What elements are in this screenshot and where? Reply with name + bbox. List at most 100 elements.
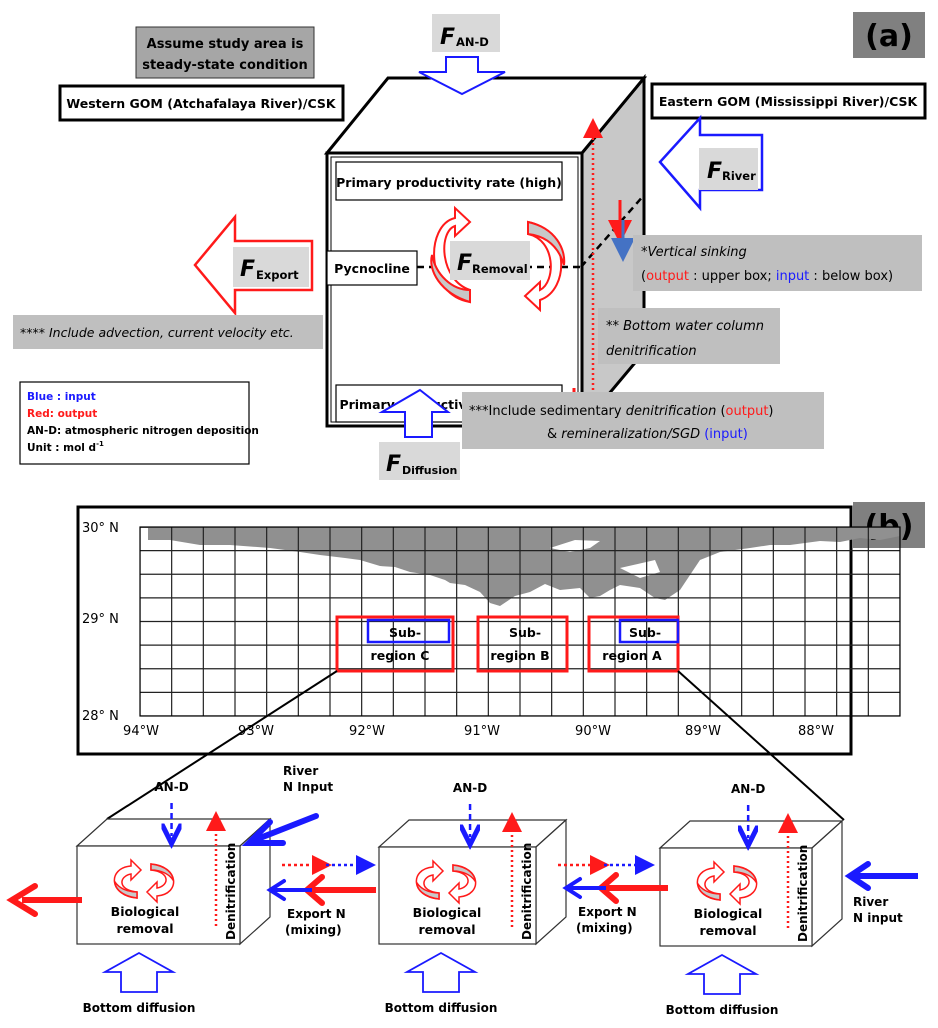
subregion-b: Sub- region B xyxy=(476,615,569,673)
lon-label-94: 94°W xyxy=(123,724,159,739)
advection-note: **** Include advection, current velocity… xyxy=(13,315,323,349)
bottom-diffusion-label: Bottom diffusion xyxy=(83,1001,196,1015)
export-cb-label-2: (mixing) xyxy=(285,923,342,937)
flux-removal-label: F Removal xyxy=(450,241,530,280)
box-subregion-b: AN-DDenitrificationBiologicalremovalBott… xyxy=(377,781,568,1015)
sediment-note: ***Include sedimentary denitrification (… xyxy=(462,392,824,449)
legend-unit: Unit : mol d-1 xyxy=(27,440,104,454)
upper-layer-text: Primary productivity rate (high) xyxy=(336,175,562,190)
lat-label-28: 28° N xyxy=(82,709,119,724)
bottom-denit-line-2: denitrification xyxy=(606,344,697,359)
river-west-label-1: River xyxy=(283,764,318,778)
lon-label-89: 89°W xyxy=(685,724,721,739)
flux-export: F Export xyxy=(193,213,314,317)
export-cb-label-1: Export N xyxy=(287,907,346,921)
lat-label-29: 29° N xyxy=(82,612,119,627)
flux-removal-symbol: F xyxy=(457,251,472,276)
removal-cycle-icon xyxy=(113,858,175,904)
advection-text: **** Include advection, current velocity… xyxy=(20,325,294,340)
lat-label-30: 30° N xyxy=(82,521,119,536)
bio-removal-line1: Biological xyxy=(111,904,180,919)
assumption-line-1: Assume study area is xyxy=(147,37,304,52)
subregion-c-line1: Sub- xyxy=(389,625,421,640)
assumption-line-2: steady-state condition xyxy=(142,58,308,73)
pycnocline-text: Pycnocline xyxy=(334,261,410,276)
bio-removal-line1: Biological xyxy=(413,905,482,920)
denitrification-label: Denitrification xyxy=(224,843,238,940)
bio-removal-line2: removal xyxy=(116,921,173,936)
river-east-arrowhead-icon xyxy=(844,861,871,891)
lon-label-91: 91°W xyxy=(464,724,500,739)
western-gom-label: Western GOM (Atchafalaya River)/CSK xyxy=(58,84,345,122)
bottom-diffusion-label: Bottom diffusion xyxy=(666,1003,779,1017)
bottom-diffusion-arrow-icon xyxy=(403,951,479,993)
denitrification-label: Denitrification xyxy=(796,845,810,942)
export-ba-label-1: Export N xyxy=(578,905,637,919)
legend-and: AN-D: atmospheric nitrogen deposition xyxy=(27,425,259,437)
flux-export-sub: Export xyxy=(256,268,299,282)
panel-a-label-text: (a) xyxy=(865,19,913,54)
flux-removal-sub: Removal xyxy=(472,262,528,276)
connector-line-east xyxy=(677,670,845,821)
river-west-label-2: N Input xyxy=(283,780,333,794)
subregion-b-line1: Sub- xyxy=(509,625,541,640)
map-plot-border xyxy=(139,526,901,717)
connector-line-west xyxy=(106,670,338,820)
flux-diffusion-symbol: F xyxy=(386,452,401,477)
subregion-a-line2: region A xyxy=(602,648,662,663)
eastern-gom-label: Eastern GOM (Mississippi River)/CSK xyxy=(650,82,927,120)
lon-label-90: 90°W xyxy=(575,724,611,739)
flux-diffusion: F Diffusion xyxy=(378,388,460,480)
sediment-line-1: ***Include sedimentary denitrification (… xyxy=(469,404,774,419)
and-label: AN-D xyxy=(154,780,188,794)
legend-red: Red: output xyxy=(27,408,97,420)
river-east-label-1: River xyxy=(853,895,888,909)
flux-arrows: River N Input Export N (mixing) Export N… xyxy=(6,764,918,937)
western-gom-text: Western GOM (Atchafalaya River)/CSK xyxy=(66,96,336,111)
lake xyxy=(550,540,600,552)
subregion-b-line2: region B xyxy=(490,648,549,663)
river-east-label-2: N input xyxy=(853,911,903,925)
and-label: AN-D xyxy=(731,782,765,796)
legend-box: Blue : input Red: output AN-D: atmospher… xyxy=(19,381,259,465)
export-ba-label-2: (mixing) xyxy=(576,921,633,935)
flux-atm-sub: AN-D xyxy=(456,35,489,49)
flux-atm-deposition: F AN-D xyxy=(418,14,506,96)
lon-label-92: 92°W xyxy=(349,724,385,739)
flux-atm-arrow-icon xyxy=(418,56,506,96)
bio-removal-line2: removal xyxy=(699,923,756,938)
flux-atm-symbol: F xyxy=(440,25,455,50)
map: 30° N 29° N 28° N 94°W 93°W 92°W 91°W 90… xyxy=(82,521,901,739)
removal-cycle-icon xyxy=(430,205,566,313)
river-west-arrowhead-icon xyxy=(241,819,286,846)
vertical-sinking-detail: (output : upper box; input : below box) xyxy=(641,269,893,284)
flux-river-sub: River xyxy=(722,169,756,183)
map-axis-labels: 30° N 29° N 28° N 94°W 93°W 92°W 91°W 90… xyxy=(82,521,834,739)
flux-river: F River xyxy=(658,114,764,212)
flux-diffusion-sub: Diffusion xyxy=(402,464,457,477)
flux-export-symbol: F xyxy=(240,257,255,282)
lon-label-88: 88°W xyxy=(798,724,834,739)
river-west-arrow xyxy=(252,813,319,843)
bottom-denit-line-1: ** Bottom water column xyxy=(606,319,764,334)
and-label: AN-D xyxy=(453,781,487,795)
legend-blue: Blue : input xyxy=(27,391,96,403)
sediment-line-2: & remineralization/SGD (input) xyxy=(547,427,748,442)
denitrification-label: Denitrification xyxy=(520,843,534,940)
pycnocline-box: Pycnocline xyxy=(326,250,418,286)
export-west-arrowhead-icon xyxy=(6,883,38,917)
bio-removal-line1: Biological xyxy=(694,906,763,921)
panel-a: (a) Assume study area is steady-state co… xyxy=(13,12,927,480)
eastern-gom-text: Eastern GOM (Mississippi River)/CSK xyxy=(659,94,919,109)
vertical-sinking-title: *Vertical sinking xyxy=(641,245,747,260)
subregion-a-line1: Sub- xyxy=(629,625,661,640)
bio-removal-line2: removal xyxy=(418,922,475,937)
bottom-diffusion-arrow-icon xyxy=(101,951,177,993)
pycnocline-side-line xyxy=(580,194,645,268)
subregion-c-line2: region C xyxy=(371,648,430,663)
vertical-sinking-note: *Vertical sinking (output : upper box; i… xyxy=(633,235,922,291)
flux-diffusion-arrow-icon xyxy=(378,388,451,438)
